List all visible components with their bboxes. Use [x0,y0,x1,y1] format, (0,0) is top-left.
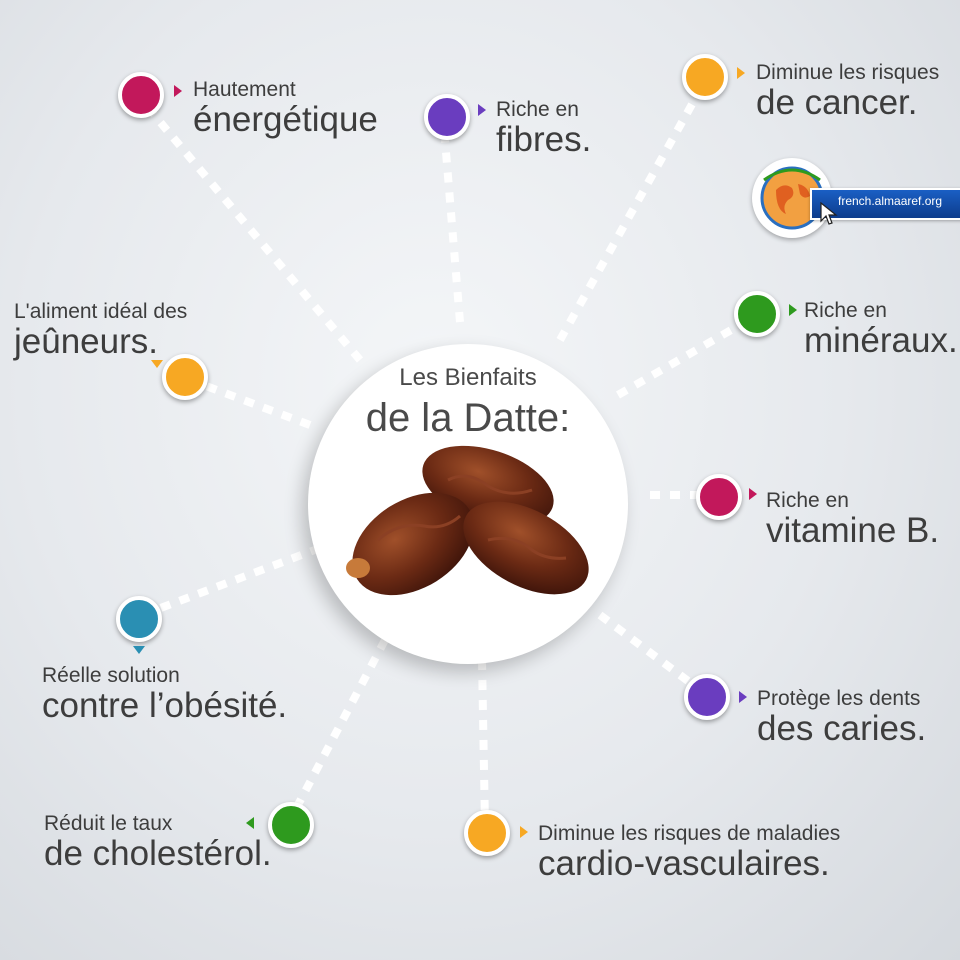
label-caries-line1: Protège les dents [757,687,921,710]
label-energetique: Hautement énergétique [193,78,378,140]
center-title-large: de la Datte: [365,396,571,440]
label-cardio-line2: cardio-vasculaires. [538,844,830,884]
label-cancer-line2: de cancer. [756,83,918,123]
bullet-dot-cardio [464,810,510,856]
label-energetique-line2: énergétique [193,100,378,140]
label-fibres: Riche en fibres. [496,98,591,160]
center-circle: Les Bienfaits de la Datte: [308,344,628,664]
label-cholesterol-line2: de cholestérol. [44,834,272,874]
connector-cancer [556,88,704,342]
connector-caries [597,611,703,694]
label-caries: Protège les dents des caries. [757,687,926,749]
label-energetique-line1: Hautement [193,78,296,101]
connector-cholesterol [286,638,389,822]
label-mineraux: Riche en minéraux. [804,299,958,361]
pointer-jeuneurs-icon [151,360,163,368]
pointer-mineraux-icon [789,304,797,316]
label-jeuneurs-line2: jeûneurs. [14,322,158,362]
bullet-dot-caries [684,674,730,720]
label-cardio: Diminue les risques de maladies cardio-v… [538,822,840,884]
bullet-dot-cancer [682,54,728,100]
bullet-dot-energetique [118,72,164,118]
connector-jeuneurs [188,376,312,429]
bullet-dot-cholesterol [268,802,314,848]
label-jeuneurs: L'aliment idéal des jeûneurs. [14,300,187,362]
pointer-caries-icon [739,691,747,703]
label-cancer: Diminue les risques de cancer. [756,61,939,123]
label-vitamine-line1: Riche en [766,489,849,512]
bullet-dot-vitamine [696,474,742,520]
label-caries-line2: des caries. [757,709,927,749]
label-jeuneurs-line1: L'aliment idéal des [14,300,188,323]
label-obesite-line2: contre l’obésité. [42,686,288,726]
label-mineraux-line2: minéraux. [804,321,958,361]
connector-fibres [441,139,464,323]
connector-obesite [148,544,322,616]
bullet-dot-fibres [424,94,470,140]
pointer-obesite-icon [133,646,145,654]
pointer-energetique-icon [174,85,182,97]
pointer-fibres-icon [478,104,486,116]
connector-energetique [146,107,364,363]
dates-image [346,445,589,596]
pointer-vitamine-icon [749,488,757,500]
center-title-small: Les Bienfaits [399,364,537,391]
label-cholesterol-line1: Réduit le taux [44,812,173,835]
bullet-dot-mineraux [734,291,780,337]
logo-url-text[interactable]: french.almaaref.org [838,194,943,208]
label-cancer-line1: Diminue les risques [756,61,940,84]
cursor-icon [820,202,838,225]
label-vitamine: Riche en vitamine B. [766,489,939,551]
label-obesite-line1: Réelle solution [42,664,180,687]
bullet-dot-jeuneurs [162,354,208,400]
label-cholesterol: Réduit le taux de cholestérol. [44,812,272,874]
label-fibres-line2: fibres. [496,120,592,160]
label-mineraux-line1: Riche en [804,299,887,322]
label-fibres-line1: Riche en [496,98,579,121]
pointer-cancer-icon [737,67,745,79]
connector-cardio [478,659,489,826]
label-vitamine-line2: vitamine B. [766,511,940,551]
connector-mineraux [616,314,754,399]
almaaref-logo[interactable]: french.almaaref.org [752,158,960,240]
pointer-cardio-icon [520,826,528,838]
label-obesite: Réelle solution contre l’obésité. [42,664,287,726]
bullet-dot-obesite [116,596,162,642]
label-cardio-line1: Diminue les risques de maladies [538,822,841,845]
pointer-cholesterol-icon [246,817,254,829]
